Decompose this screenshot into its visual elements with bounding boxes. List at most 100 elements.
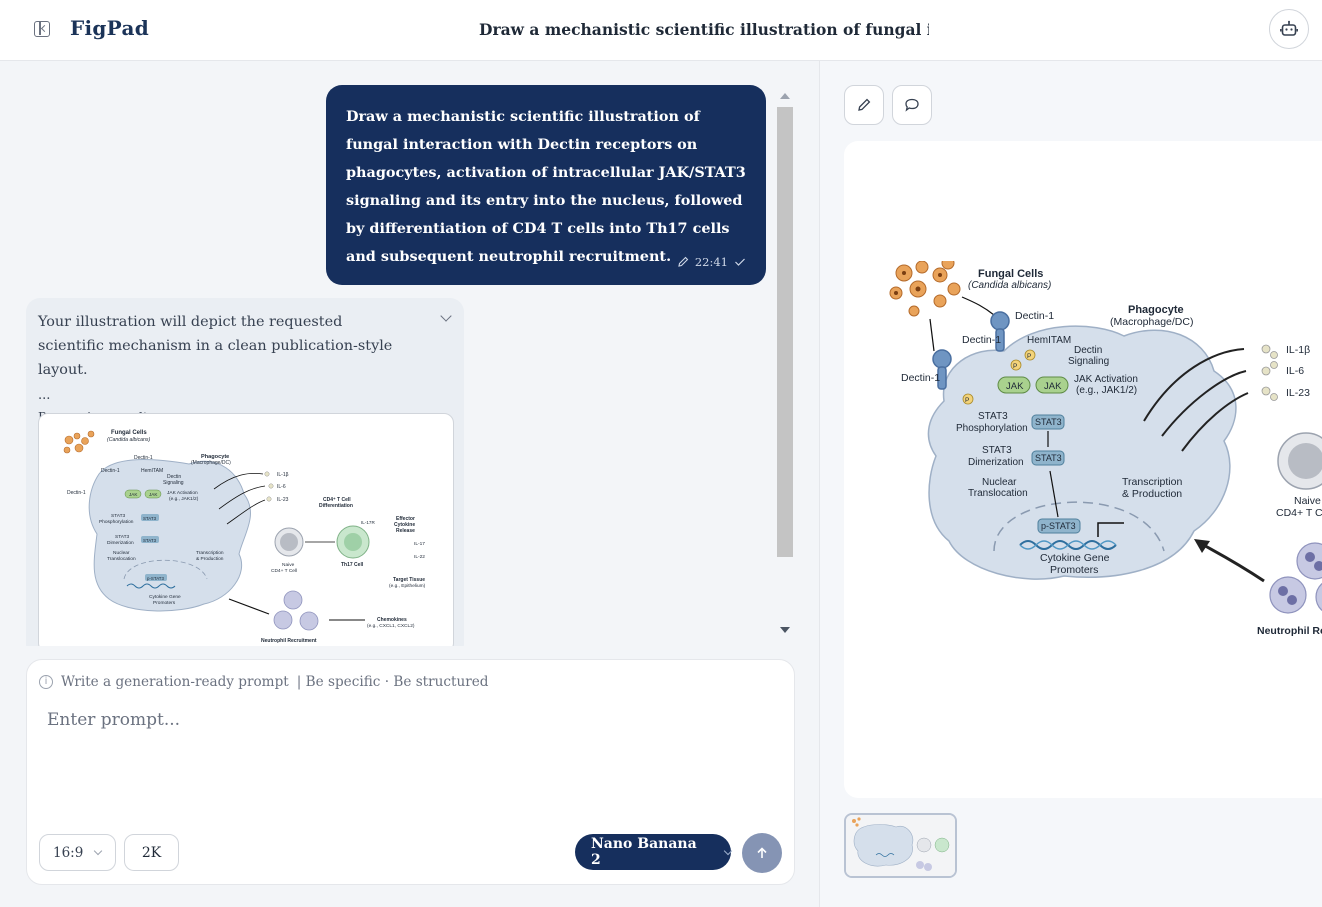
dectin-signaling-label-1: Dectin <box>1074 345 1102 356</box>
dectin-label-3: Dectin-1 <box>901 372 940 384</box>
target-label-1: Target Tissue <box>393 577 425 583</box>
stat3-phos-label-1: STAT3 <box>978 411 1008 422</box>
nuclear-label-2: Translocation <box>107 556 136 562</box>
fungal-cells-label: Fungal Cells <box>111 430 147 436</box>
naive-label-1: Naive <box>282 562 295 568</box>
stat3-dimer-label-1: STAT3 <box>982 445 1012 456</box>
chat-pane: Draw a mechanistic scientific illustrati… <box>0 61 820 907</box>
stat3-box-1: STAT3 <box>1035 417 1062 427</box>
stat3-phos-label-2: Phosphorylation <box>956 423 1028 434</box>
arrow-up-icon <box>757 847 767 858</box>
jak-label-2: JAK <box>1044 381 1062 392</box>
model-name: Nano Banana 2 <box>591 836 697 868</box>
message-meta: 22:41 <box>677 255 746 269</box>
sidebar-toggle-icon[interactable] <box>34 21 50 37</box>
result-illustration-small: Fungal Cells (Candida albicans) Phagocyt… <box>63 430 426 644</box>
il1b-label: IL-1β <box>277 472 289 478</box>
chevron-down-icon <box>723 846 733 855</box>
p-marker-1: P <box>1013 363 1017 370</box>
jak-activation-label-1: JAK Activation <box>1074 374 1138 385</box>
effector-label-1: Effector <box>396 516 415 522</box>
send-button[interactable] <box>742 833 782 873</box>
jak-activation-label-1: JAK Activation <box>167 490 198 496</box>
phagocyte-sub-label: (Macrophage/DC) <box>1110 316 1193 328</box>
chat-scrollbar[interactable] <box>776 89 794 641</box>
composer-hint-sub: | Be specific · Be structured <box>296 674 489 690</box>
stat3-phos-label-1: STAT3 <box>111 513 126 519</box>
edit-button[interactable] <box>844 85 884 125</box>
neutrophil-label: Neutrophil Recrui <box>1257 625 1322 637</box>
assistant-ellipsis: ... <box>38 388 51 403</box>
transcription-label-2: & Production <box>196 556 224 562</box>
image-thumbnail[interactable] <box>844 813 957 878</box>
hemitam-label: HemITAM <box>141 468 163 474</box>
chevron-down-icon <box>94 846 103 856</box>
result-image-preview[interactable]: Fungal Cells (Candida albicans) Phagocyt… <box>38 413 454 646</box>
fungal-cells-label: Fungal Cells <box>978 268 1043 280</box>
stat3-phos-label-2: Phosphorylation <box>99 519 134 525</box>
scroll-up-arrow-icon[interactable] <box>780 93 790 99</box>
image-canvas[interactable]: Fungal Cells (Candida albicans) Phagocyt… <box>844 141 1322 798</box>
dectin-label-1: Dectin-1 <box>134 455 153 461</box>
aspect-ratio-select[interactable]: 16:9 <box>39 834 116 871</box>
assistant-bot-button[interactable] <box>1269 9 1309 49</box>
comment-button[interactable] <box>892 85 932 125</box>
naive-label-2: CD4+ T Cell <box>271 568 297 574</box>
il17-label: IL-17 <box>414 541 425 547</box>
promoters-label-1: Cytokine Gene <box>1040 552 1110 564</box>
thumbnail-illustration <box>846 815 955 876</box>
nuclear-label-1: Nuclear <box>982 477 1017 488</box>
neutrophil-label: Neutrophil Recruitment <box>261 638 317 644</box>
il17r-label: IL-17R <box>361 520 375 525</box>
prompt-input[interactable] <box>47 710 777 810</box>
naive-label-1: Naive <box>1294 495 1321 507</box>
jak-label-1: JAK <box>1006 381 1024 392</box>
stat3-box-1: STAT3 <box>143 516 157 521</box>
dectin-label-2: Dectin-1 <box>962 334 1001 346</box>
pstat3-box: p-STAT3 <box>147 576 164 581</box>
effector-label-2: Cytokine <box>394 522 415 528</box>
il6-label: IL-6 <box>1286 365 1304 377</box>
stat3-box-2: STAT3 <box>143 538 157 543</box>
brand-logo[interactable]: FigPad <box>70 16 150 40</box>
scroll-down-arrow-icon[interactable] <box>780 627 790 633</box>
promoters-label-2: Promoters <box>153 600 176 606</box>
user-message-text: Draw a mechanistic scientific illustrati… <box>346 108 746 265</box>
hemitam-label: HemITAM <box>1027 335 1071 346</box>
robot-icon <box>1280 20 1298 36</box>
stat3-dimer-label-1: STAT3 <box>115 534 130 540</box>
stat3-dimer-label-2: Dimerization <box>968 457 1024 468</box>
prompt-composer: i Write a generation-ready prompt | Be s… <box>26 659 795 885</box>
info-icon: i <box>39 675 53 689</box>
assistant-message-card: Your illustration will depict the reques… <box>26 298 464 646</box>
scroll-thumb[interactable] <box>777 107 793 557</box>
resolution-button[interactable]: 2K <box>124 834 179 871</box>
main-illustration: Fungal Cells (Candida albicans) Phagocyt… <box>889 261 1322 637</box>
composer-hint-text: Write a generation-ready prompt <box>61 674 289 690</box>
cd4-diff-label-2: Differentiation <box>319 503 353 509</box>
preview-pane: Fungal Cells (Candida albicans) Phagocyt… <box>821 61 1322 907</box>
jak-label-1: JAK <box>129 492 138 497</box>
dectin-label-3: Dectin-1 <box>67 490 86 496</box>
transcription-label-1: Transcription <box>196 550 224 556</box>
pencil-icon <box>858 98 871 111</box>
phagocyte-label: Phagocyte <box>1128 304 1184 316</box>
chemokines-label-1: Chemokines <box>377 617 407 623</box>
il22-label: IL-22 <box>414 554 425 560</box>
jak-activation-label-2: (e.g., JAK1/2) <box>169 496 199 502</box>
promoters-label-1: Cytokine Gene <box>149 594 181 600</box>
dectin-signaling-label-1: Dectin <box>167 474 181 480</box>
composer-hint: i Write a generation-ready prompt | Be s… <box>39 674 488 690</box>
transcription-label-1: Transcription <box>1122 476 1182 488</box>
promoters-label-2: Promoters <box>1050 564 1098 576</box>
naive-label-2: CD4+ T Cell <box>1276 507 1322 519</box>
chemokines-label-2: (e.g., CXCL1, CXCL2) <box>367 623 415 629</box>
chat-thread[interactable]: Draw a mechanistic scientific illustrati… <box>0 61 796 646</box>
dectin-label-2: Dectin-1 <box>101 468 120 474</box>
effector-label-3: Release <box>396 528 415 534</box>
fungal-species-label: (Candida albicans) <box>107 437 151 443</box>
phagocyte-sub-label: (Macrophage/DC) <box>191 460 231 466</box>
pencil-icon[interactable] <box>677 256 689 268</box>
model-select[interactable]: Nano Banana 2 <box>575 834 733 870</box>
chevron-down-icon[interactable] <box>440 310 452 322</box>
